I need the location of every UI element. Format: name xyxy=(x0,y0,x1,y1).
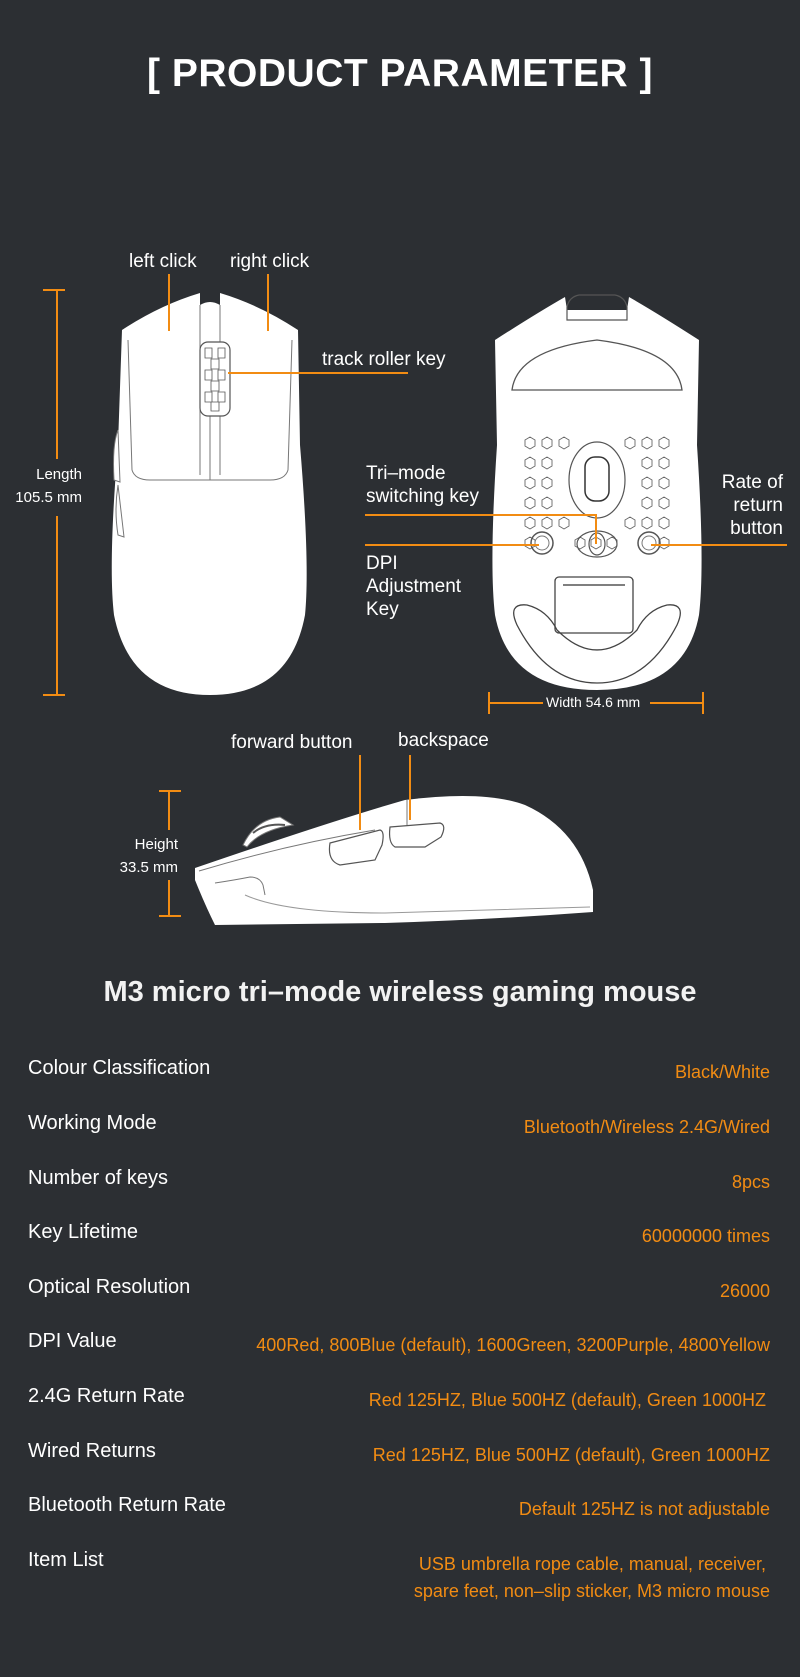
spec-label: Colour Classification xyxy=(28,1057,211,1079)
spec-label: Bluetooth Return Rate xyxy=(28,1494,226,1516)
rate-pointer xyxy=(651,544,787,546)
track-roller-key-label: track roller key xyxy=(322,349,446,370)
tri-mode-label-line2: switching key xyxy=(366,486,479,507)
width-label: Width 54.6 mm xyxy=(546,694,641,710)
backspace-pointer xyxy=(409,755,411,820)
spec-label: 2.4G Return Rate xyxy=(28,1385,185,1407)
height-cap-top xyxy=(159,790,181,792)
height-cap-bottom xyxy=(159,915,181,917)
dpi-pointer xyxy=(365,544,539,546)
left-click-pointer xyxy=(168,274,170,331)
spec-value-line2: spare feet, non–slip sticker, M3 micro m… xyxy=(413,1581,770,1601)
height-label: Height xyxy=(134,836,178,853)
spec-value-line1: USB umbrella rope cable, manual, receive… xyxy=(418,1554,766,1574)
mouse-side-view-icon xyxy=(195,796,593,925)
spec-label: Optical Resolution xyxy=(28,1276,191,1298)
rate-label-line1: Rate of xyxy=(721,472,783,493)
spec-value: Default 125HZ is not adjustable xyxy=(518,1499,770,1519)
track-roller-pointer xyxy=(228,372,408,374)
forward-button-pointer xyxy=(359,755,361,830)
rate-label-line3: button xyxy=(730,518,783,539)
length-line-top xyxy=(56,289,58,459)
spec-row: Bluetooth Return Rate Default 125HZ is n… xyxy=(28,1494,770,1524)
right-click-label: right click xyxy=(230,251,310,272)
mouse-bottom-view-icon xyxy=(492,294,702,690)
mouse-top-view-icon xyxy=(111,293,307,695)
tri-mode-pointer-horizontal xyxy=(365,514,597,516)
tri-mode-pointer-vertical xyxy=(595,514,597,544)
spec-label: Wired Returns xyxy=(28,1440,156,1462)
spec-row: Item List USB umbrella rope cable, manua… xyxy=(28,1549,770,1609)
product-name: M3 micro tri–mode wireless gaming mouse xyxy=(103,976,697,1008)
spec-label: Key Lifetime xyxy=(28,1221,139,1243)
spec-row: Working Mode Bluetooth/Wireless 2.4G/Wir… xyxy=(28,1112,770,1142)
spec-row: DPI Value 400Red, 800Blue (default), 160… xyxy=(28,1330,770,1360)
dpi-label-line3: Key xyxy=(366,599,399,620)
width-cap-right xyxy=(702,692,704,714)
spec-row: Key Lifetime 60000000 times xyxy=(28,1221,770,1251)
spec-row: Colour Classification Black/White xyxy=(28,1057,770,1087)
spec-value: 26000 xyxy=(719,1281,770,1301)
spec-row: Wired Returns Red 125HZ, Blue 500HZ (def… xyxy=(28,1440,770,1470)
dpi-label-line2: Adjustment xyxy=(366,576,462,597)
spec-label: Number of keys xyxy=(28,1167,169,1189)
page-title: [ PRODUCT PARAMETER ] xyxy=(147,52,653,95)
length-label: Length xyxy=(36,466,82,483)
spec-label: Working Mode xyxy=(28,1112,157,1134)
spec-row: 2.4G Return Rate Red 125HZ, Blue 500HZ (… xyxy=(28,1385,770,1415)
length-value: 105.5 mm xyxy=(15,489,82,506)
length-line-bottom xyxy=(56,516,58,696)
height-value: 33.5 mm xyxy=(119,859,178,876)
dpi-label-line1: DPI xyxy=(366,553,398,574)
length-cap-bottom xyxy=(43,694,65,696)
height-line-top xyxy=(168,790,170,830)
spec-label: Item List xyxy=(28,1549,104,1571)
width-line-right xyxy=(650,702,704,704)
forward-button-label: forward button xyxy=(231,732,353,753)
backspace-label: backspace xyxy=(398,730,489,751)
spec-value: Red 125HZ, Blue 500HZ (default), Green 1… xyxy=(368,1390,766,1410)
width-line-left xyxy=(488,702,543,704)
spec-value: 60000000 times xyxy=(641,1226,770,1246)
spec-value: 400Red, 800Blue (default), 1600Green, 32… xyxy=(256,1335,770,1355)
spec-value: Red 125HZ, Blue 500HZ (default), Green 1… xyxy=(372,1445,770,1465)
length-cap-top xyxy=(43,289,65,291)
spec-value: 8pcs xyxy=(731,1172,770,1192)
height-line-bottom xyxy=(168,880,170,917)
spec-row: Optical Resolution 26000 xyxy=(28,1276,770,1306)
spec-value: Black/White xyxy=(674,1062,770,1082)
right-click-pointer xyxy=(267,274,269,331)
spec-value: Bluetooth/Wireless 2.4G/Wired xyxy=(523,1117,770,1137)
rate-label-line2: return xyxy=(733,495,783,516)
spec-row: Number of keys 8pcs xyxy=(28,1167,770,1197)
spec-label: DPI Value xyxy=(28,1330,117,1352)
tri-mode-label-line1: Tri–mode xyxy=(366,463,446,484)
left-click-label: left click xyxy=(129,251,197,272)
